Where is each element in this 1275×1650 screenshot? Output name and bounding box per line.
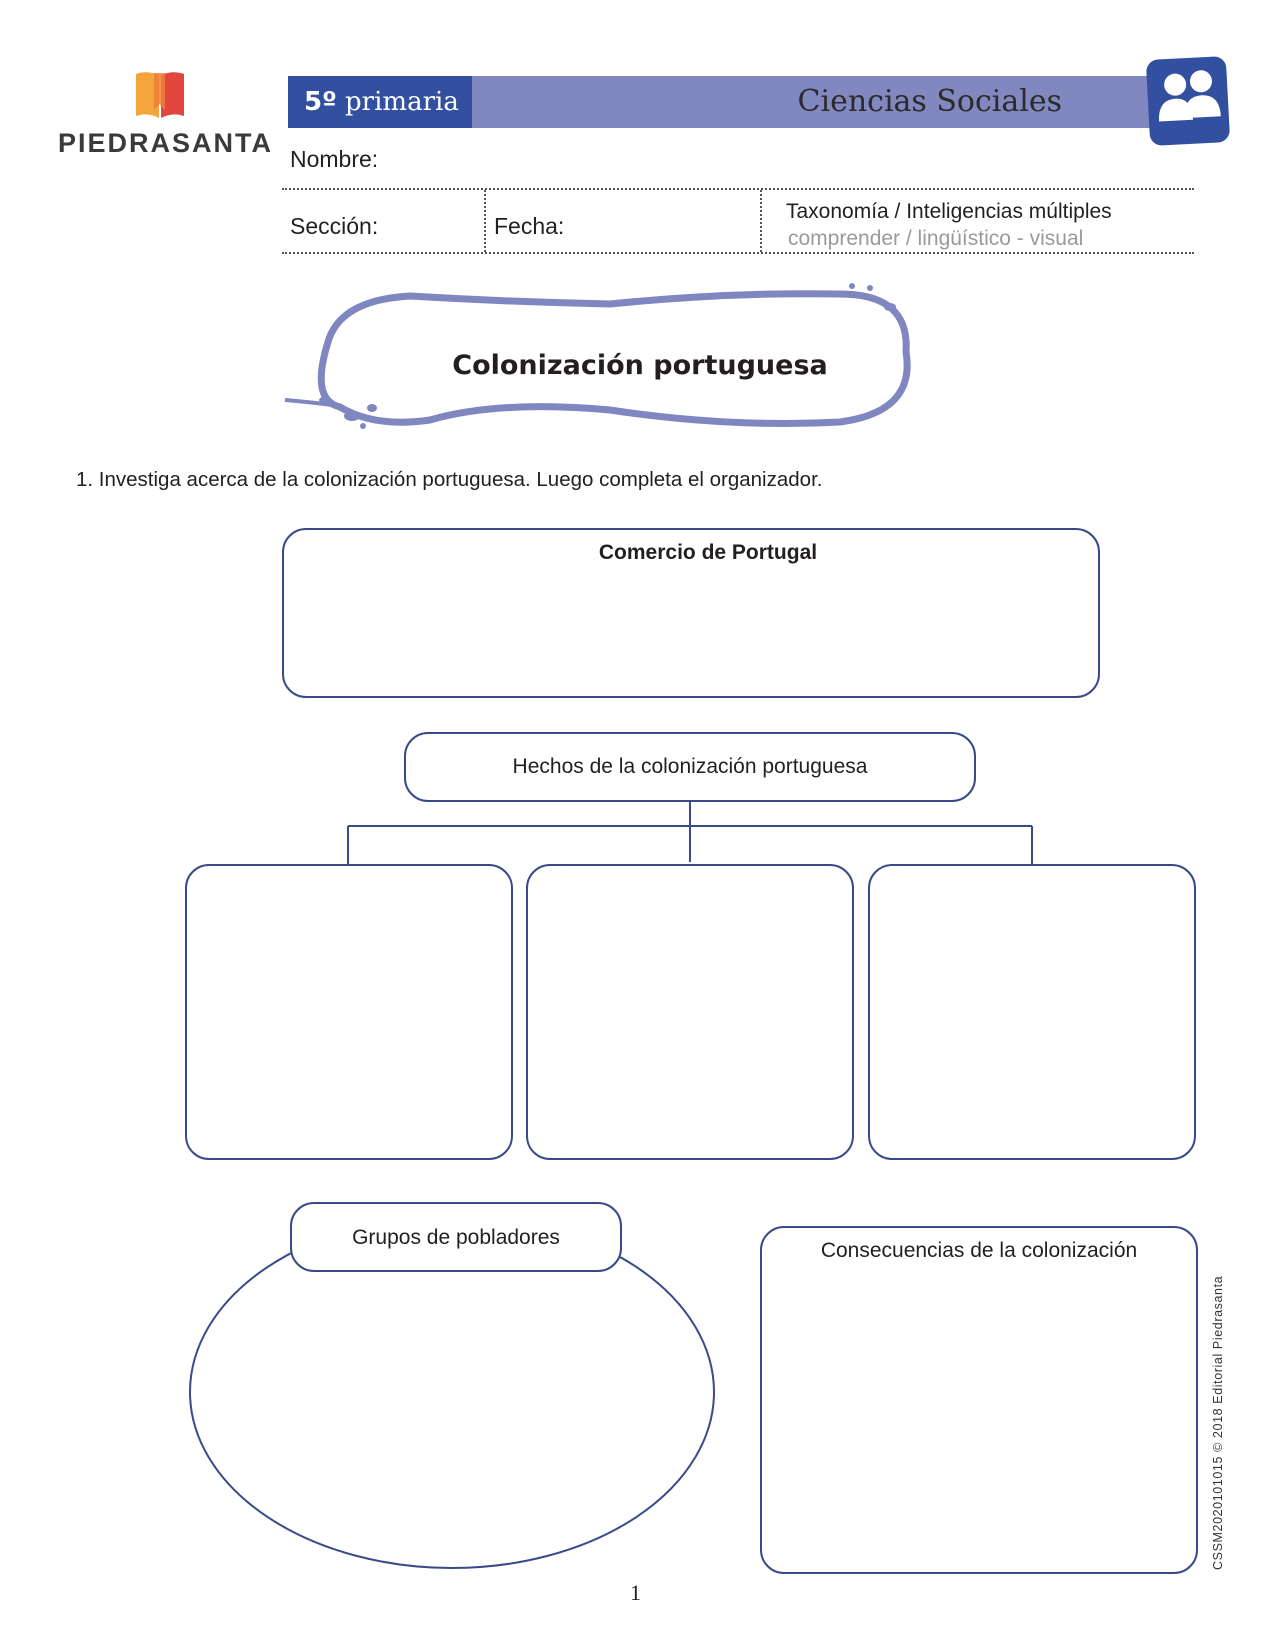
date-label: Fecha: — [494, 213, 565, 239]
subject-title: Ciencias Sociales — [472, 76, 1154, 128]
settlers-title: Grupos de pobladores — [352, 1226, 560, 1249]
name-label: Nombre: — [290, 146, 379, 172]
facts-title-box — [404, 732, 976, 802]
trade-box[interactable] — [282, 528, 1100, 698]
trade-title: Comercio de Portugal — [598, 541, 818, 564]
taxonomy-value: comprender / lingüístico - visual — [788, 227, 1084, 250]
page-number: 1 — [630, 1580, 641, 1605]
grade-band: 5º primaria — [288, 76, 472, 128]
copyright-text: CSSM2020101015 © 2018 Editorial Piedrasa… — [1211, 1275, 1225, 1570]
section-label: Sección: — [290, 213, 379, 239]
settlers-area[interactable] — [230, 1280, 670, 1550]
grade-text: primaria — [345, 87, 459, 117]
consequences-title: Consecuencias de la colonización — [820, 1239, 1138, 1262]
settlers-title-box — [290, 1202, 622, 1272]
fact-box-2[interactable] — [526, 864, 854, 1160]
taxonomy-title: Taxonomía / Inteligencias múltiples — [786, 200, 1112, 223]
instruction-text: 1. Investiga acerca de la colonización p… — [76, 468, 823, 491]
title-cloud-shape — [284, 283, 911, 429]
fact-box-3[interactable] — [868, 864, 1196, 1160]
divider-line — [760, 190, 762, 252]
publisher-name: PIEDRASANTA — [58, 128, 274, 158]
grade-number: 5º — [304, 87, 337, 117]
page-title: Colonización portuguesa — [452, 350, 828, 381]
people-group-icon — [1145, 55, 1231, 147]
facts-title: Hechos de la colonización portuguesa — [512, 755, 868, 778]
divider-line — [282, 188, 1194, 190]
divider-line — [484, 190, 486, 252]
fact-box-1[interactable] — [185, 864, 513, 1160]
book-logo-icon — [136, 72, 184, 118]
consequences-box[interactable] — [760, 1226, 1198, 1574]
publisher-logo: PIEDRASANTA — [58, 70, 274, 160]
divider-line — [282, 252, 1194, 254]
